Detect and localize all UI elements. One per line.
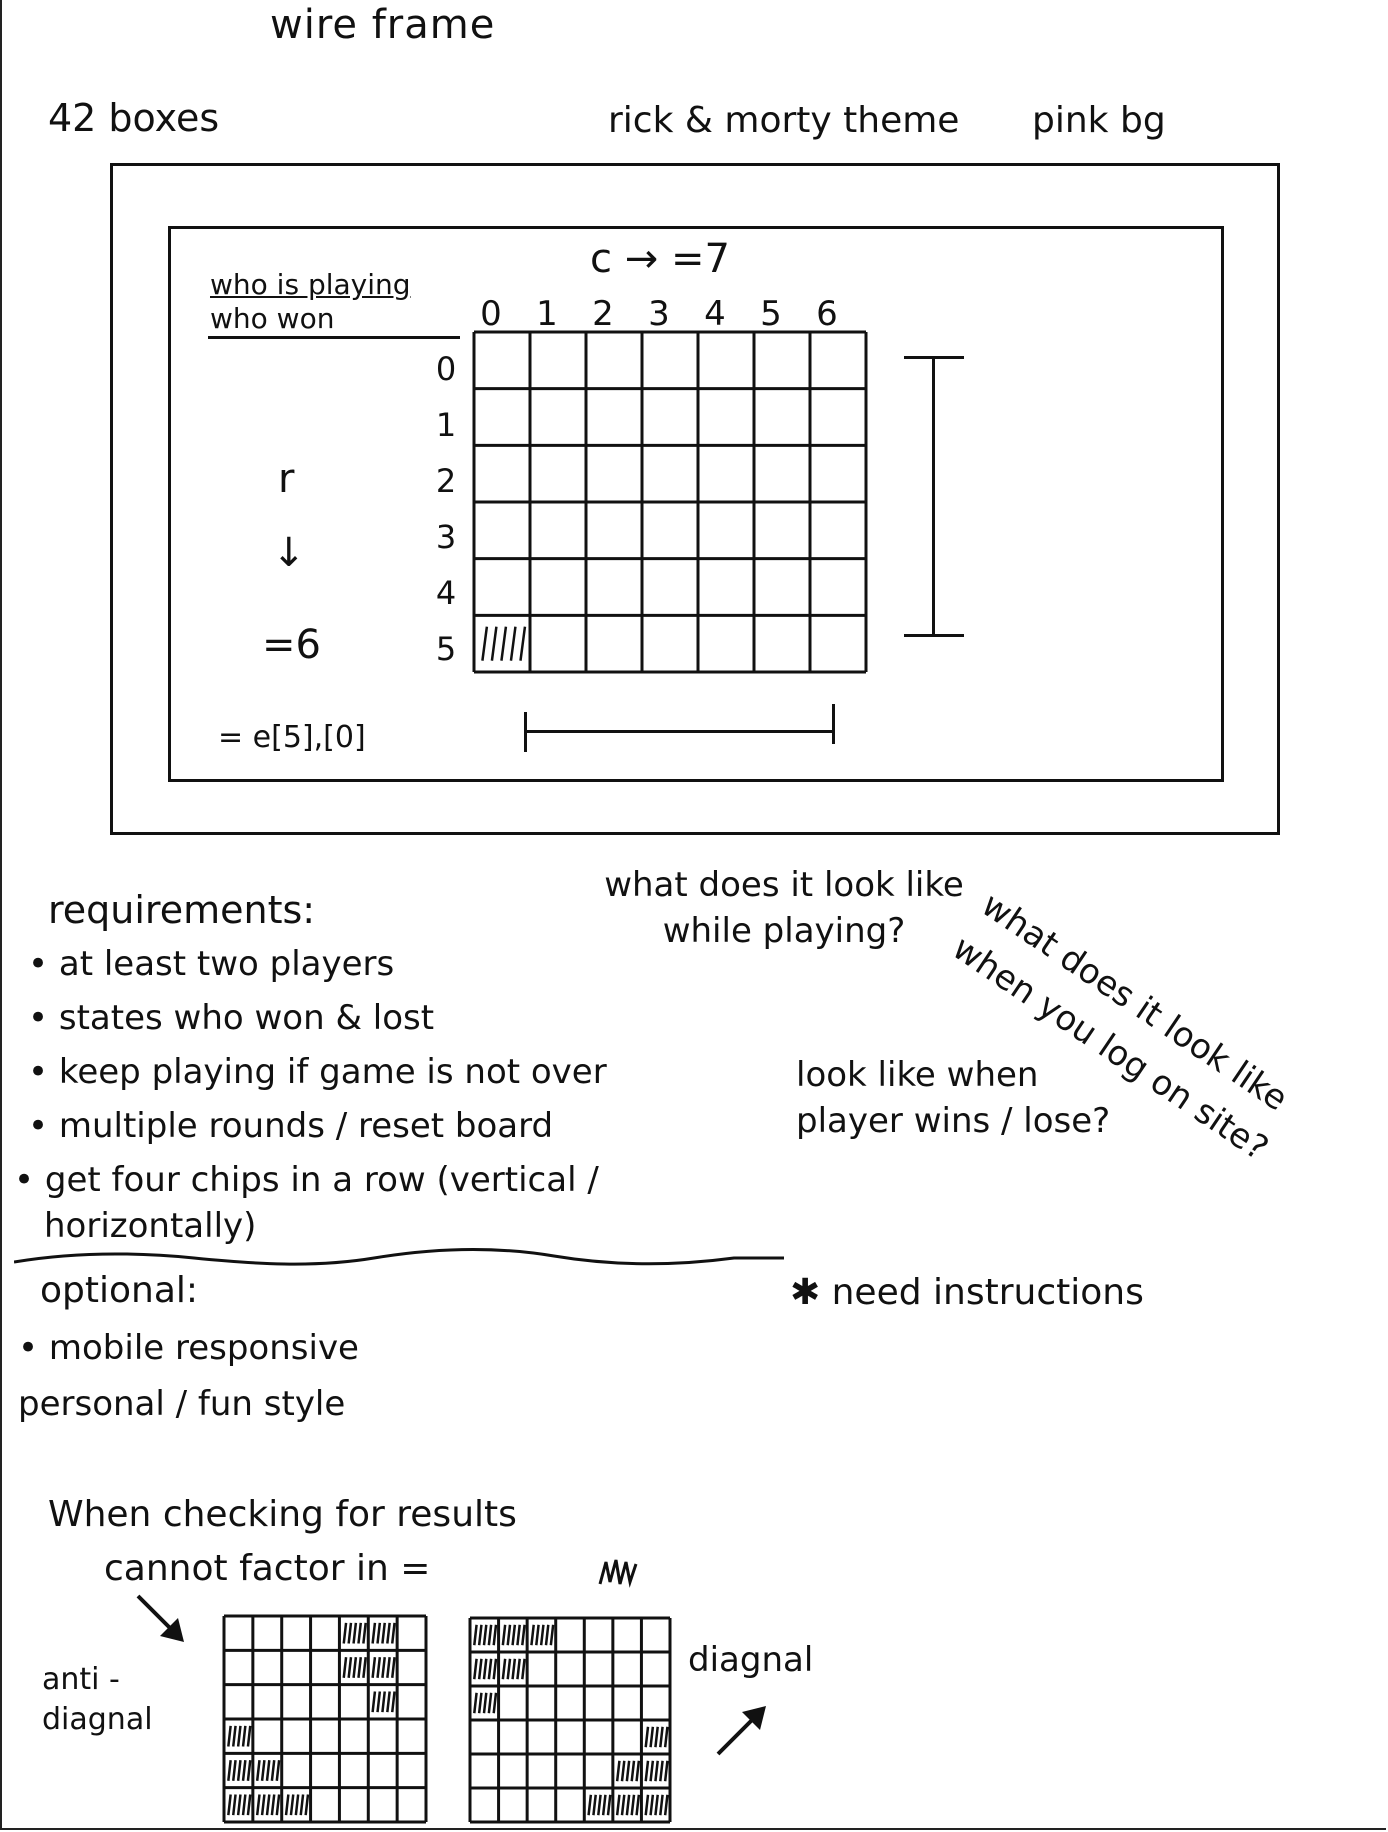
row-label: 2: [435, 462, 457, 500]
diag-board-filled-chip: [644, 1760, 669, 1782]
column-label: 4: [704, 294, 726, 334]
requirement-item: • at least two players: [28, 944, 395, 984]
board-filled-chip: [481, 626, 527, 661]
row-label: 3: [435, 518, 457, 556]
requirement-item: • get four chips in a row (vertical /: [14, 1160, 599, 1200]
requirement-item: horizontally): [44, 1206, 257, 1246]
rows-note-r: r: [278, 456, 295, 502]
width-dimension-cap-right: [832, 704, 835, 744]
row-label: 5: [435, 630, 457, 668]
anti-board-filled-chip: [255, 1760, 281, 1781]
column-label: 1: [536, 294, 558, 334]
rows-note-arrow: ↓: [272, 530, 306, 576]
column-label: 6: [816, 294, 838, 334]
status-underline: [208, 336, 460, 339]
anti-board-filled-chip: [227, 1794, 252, 1816]
anti-board-filled-chip: [371, 1622, 396, 1644]
diag-board-filled-chip: [615, 1794, 641, 1816]
question-while-playing: what does it look like while playing?: [604, 865, 964, 951]
column-label: 5: [760, 294, 782, 334]
diag-board-filled-chip: [473, 1658, 498, 1680]
diag-board-filled-chip: [501, 1624, 526, 1646]
anti-diagonal-label: anti - diagnal: [42, 1662, 153, 1737]
width-dimension-bar: [526, 730, 834, 733]
status-who-won: who won: [210, 302, 335, 335]
instructions-note: ✱ need instructions: [790, 1272, 1144, 1313]
section-divider-wave: [14, 1247, 784, 1266]
diag-board-filled-chip: [501, 1658, 526, 1680]
theme-note: rick & morty theme: [608, 100, 960, 141]
anti-board-filled-chip: [342, 1622, 367, 1644]
background-note: pink bg: [1032, 100, 1166, 141]
height-dimension-cap-top: [904, 356, 964, 359]
page-frame-inner: [168, 226, 1224, 782]
requirements-title: requirements:: [48, 888, 316, 932]
diagonal-arrow-icon: [716, 1706, 766, 1756]
column-label: 0: [480, 294, 502, 334]
diag-board-filled-chip: [473, 1692, 498, 1714]
column-label: 3: [648, 294, 670, 334]
columns-note: c → =7: [590, 236, 730, 282]
requirement-item: • keep playing if game is not over: [28, 1052, 607, 1092]
checking-results-line1: When checking for results: [48, 1494, 517, 1535]
diag-board-filled-chip: [644, 1726, 669, 1748]
checking-results-line2: cannot factor in =: [104, 1548, 431, 1589]
diag-board-filled-chip: [615, 1760, 641, 1782]
status-who-playing: who is playing: [210, 268, 411, 301]
page-frame-outer: [110, 163, 1280, 835]
optional-item: personal / fun style: [18, 1384, 346, 1424]
boxes-note: 42 boxes: [48, 96, 220, 140]
optional-item: • mobile responsive: [18, 1328, 359, 1368]
diag-board-filled-chip: [473, 1624, 498, 1646]
anti-board-filled-chip: [284, 1794, 310, 1816]
sketch-title: wire frame: [270, 2, 496, 48]
diag-board-filled-chip: [644, 1794, 669, 1816]
width-dimension-cap-left: [524, 712, 527, 752]
requirement-item: • states who won & lost: [28, 998, 435, 1038]
row-label: 0: [435, 350, 457, 388]
height-dimension-cap-bottom: [904, 634, 964, 637]
row-label: 1: [435, 406, 457, 444]
question-win-lose: look like when player wins / lose?: [796, 1055, 1111, 1141]
game-board: [472, 330, 868, 674]
anti-board-filled-chip: [255, 1794, 281, 1816]
anti-board-filled-chip: [371, 1657, 396, 1678]
optional-title: optional:: [40, 1270, 199, 1311]
rows-note-count: =6: [262, 622, 321, 668]
diag-board-filled-chip: [587, 1794, 612, 1816]
anti-board-filled-chip: [227, 1725, 252, 1747]
diag-board-filled-chip: [530, 1624, 555, 1646]
chip-index-note: = e[5],[0]: [218, 720, 366, 755]
column-label: 2: [592, 294, 614, 334]
anti-board-filled-chip: [342, 1657, 367, 1678]
anti-board-filled-chip: [227, 1760, 252, 1781]
anti-diagonal-arrow-icon: [136, 1594, 184, 1642]
scribble-chip-icon: [598, 1559, 638, 1588]
row-label: 4: [435, 574, 457, 612]
diagonal-board: [468, 1616, 672, 1824]
height-dimension-bar: [932, 356, 935, 636]
requirement-item: • multiple rounds / reset board: [28, 1106, 554, 1146]
diagonal-label: diagnal: [688, 1640, 814, 1680]
anti-board-filled-chip: [371, 1691, 396, 1713]
anti-diagonal-board: [222, 1614, 428, 1824]
